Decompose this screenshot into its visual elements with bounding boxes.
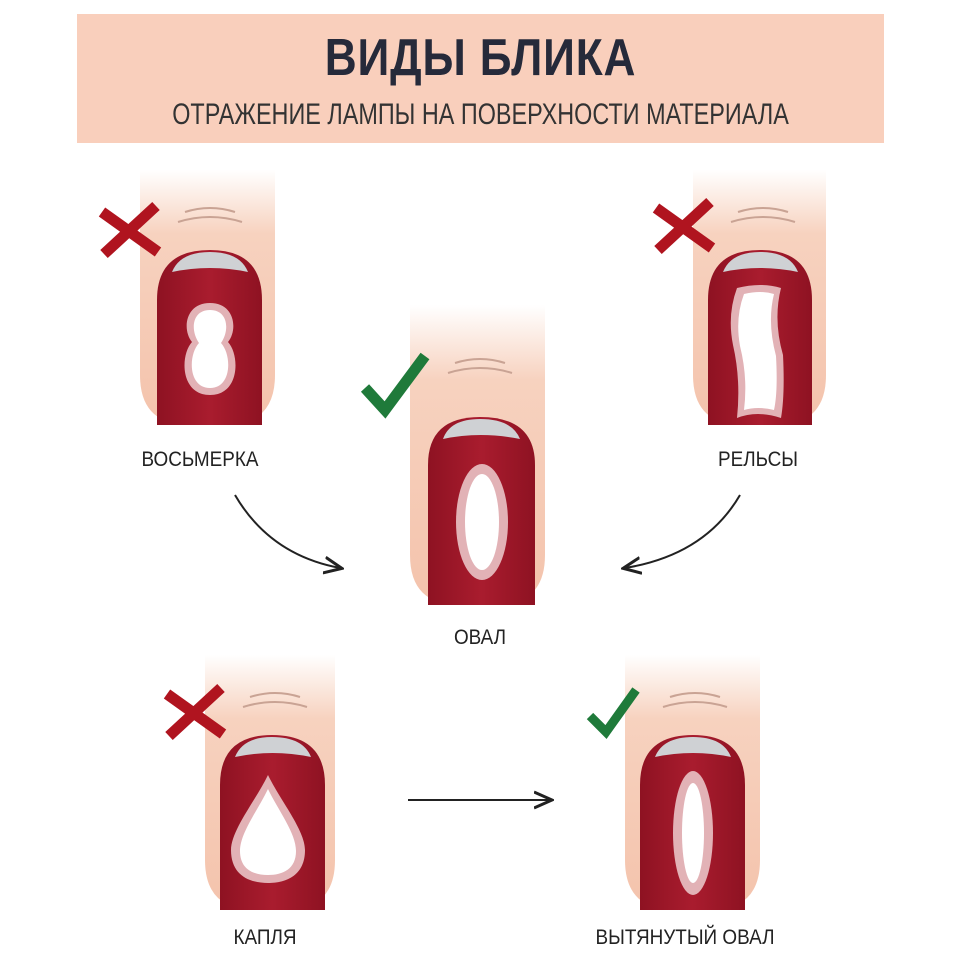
lunula (235, 737, 311, 757)
lunula (172, 252, 248, 272)
cross-icon (98, 201, 162, 259)
check-icon (586, 687, 640, 739)
nail-drop (205, 655, 335, 910)
label-rails: РЕЛЬСЫ (718, 448, 798, 471)
nail-oval (410, 305, 545, 605)
label-oval: ОВАЛ (453, 626, 507, 649)
arrow-figure-eight-to-oval (234, 494, 340, 568)
highlight-inner (738, 292, 777, 410)
page-title: ВИДЫ БЛИКА (324, 29, 637, 87)
nail-elongated-oval (625, 655, 760, 910)
highlight-inner (682, 783, 704, 883)
header-banner: ВИДЫ БЛИКА ОТРАЖЕНИЕ ЛАМПЫ НА ПОВЕРХНОСТ… (77, 14, 884, 143)
check-icon (360, 352, 430, 419)
highlight-inner (191, 310, 229, 388)
highlight-inner (465, 474, 499, 570)
lunula (655, 737, 731, 757)
arrow-rails-to-oval (625, 494, 741, 568)
page-subtitle: ОТРАЖЕНИЕ ЛАМПЫ НА ПОВЕРХНОСТИ МАТЕРИАЛА (172, 98, 789, 131)
highlight-inner (240, 789, 296, 875)
cuticle-lines (242, 692, 308, 708)
label-drop: КАПЛЯ (233, 926, 297, 949)
nail-figure-eight (140, 170, 275, 425)
nail-rails (693, 170, 826, 425)
cuticle-lines (177, 207, 243, 223)
cuticle-lines (730, 207, 796, 223)
lunula (443, 419, 520, 439)
label-figure-eight: ВОСЬМЕРКА (141, 448, 259, 471)
label-elongated-oval: ВЫТЯНУТЫЙ ОВАЛ (595, 926, 775, 949)
cross-icon (163, 683, 227, 741)
lunula (723, 252, 798, 272)
cuticle-lines (662, 692, 728, 708)
cuticle-lines (447, 358, 513, 374)
cross-icon (652, 197, 716, 255)
